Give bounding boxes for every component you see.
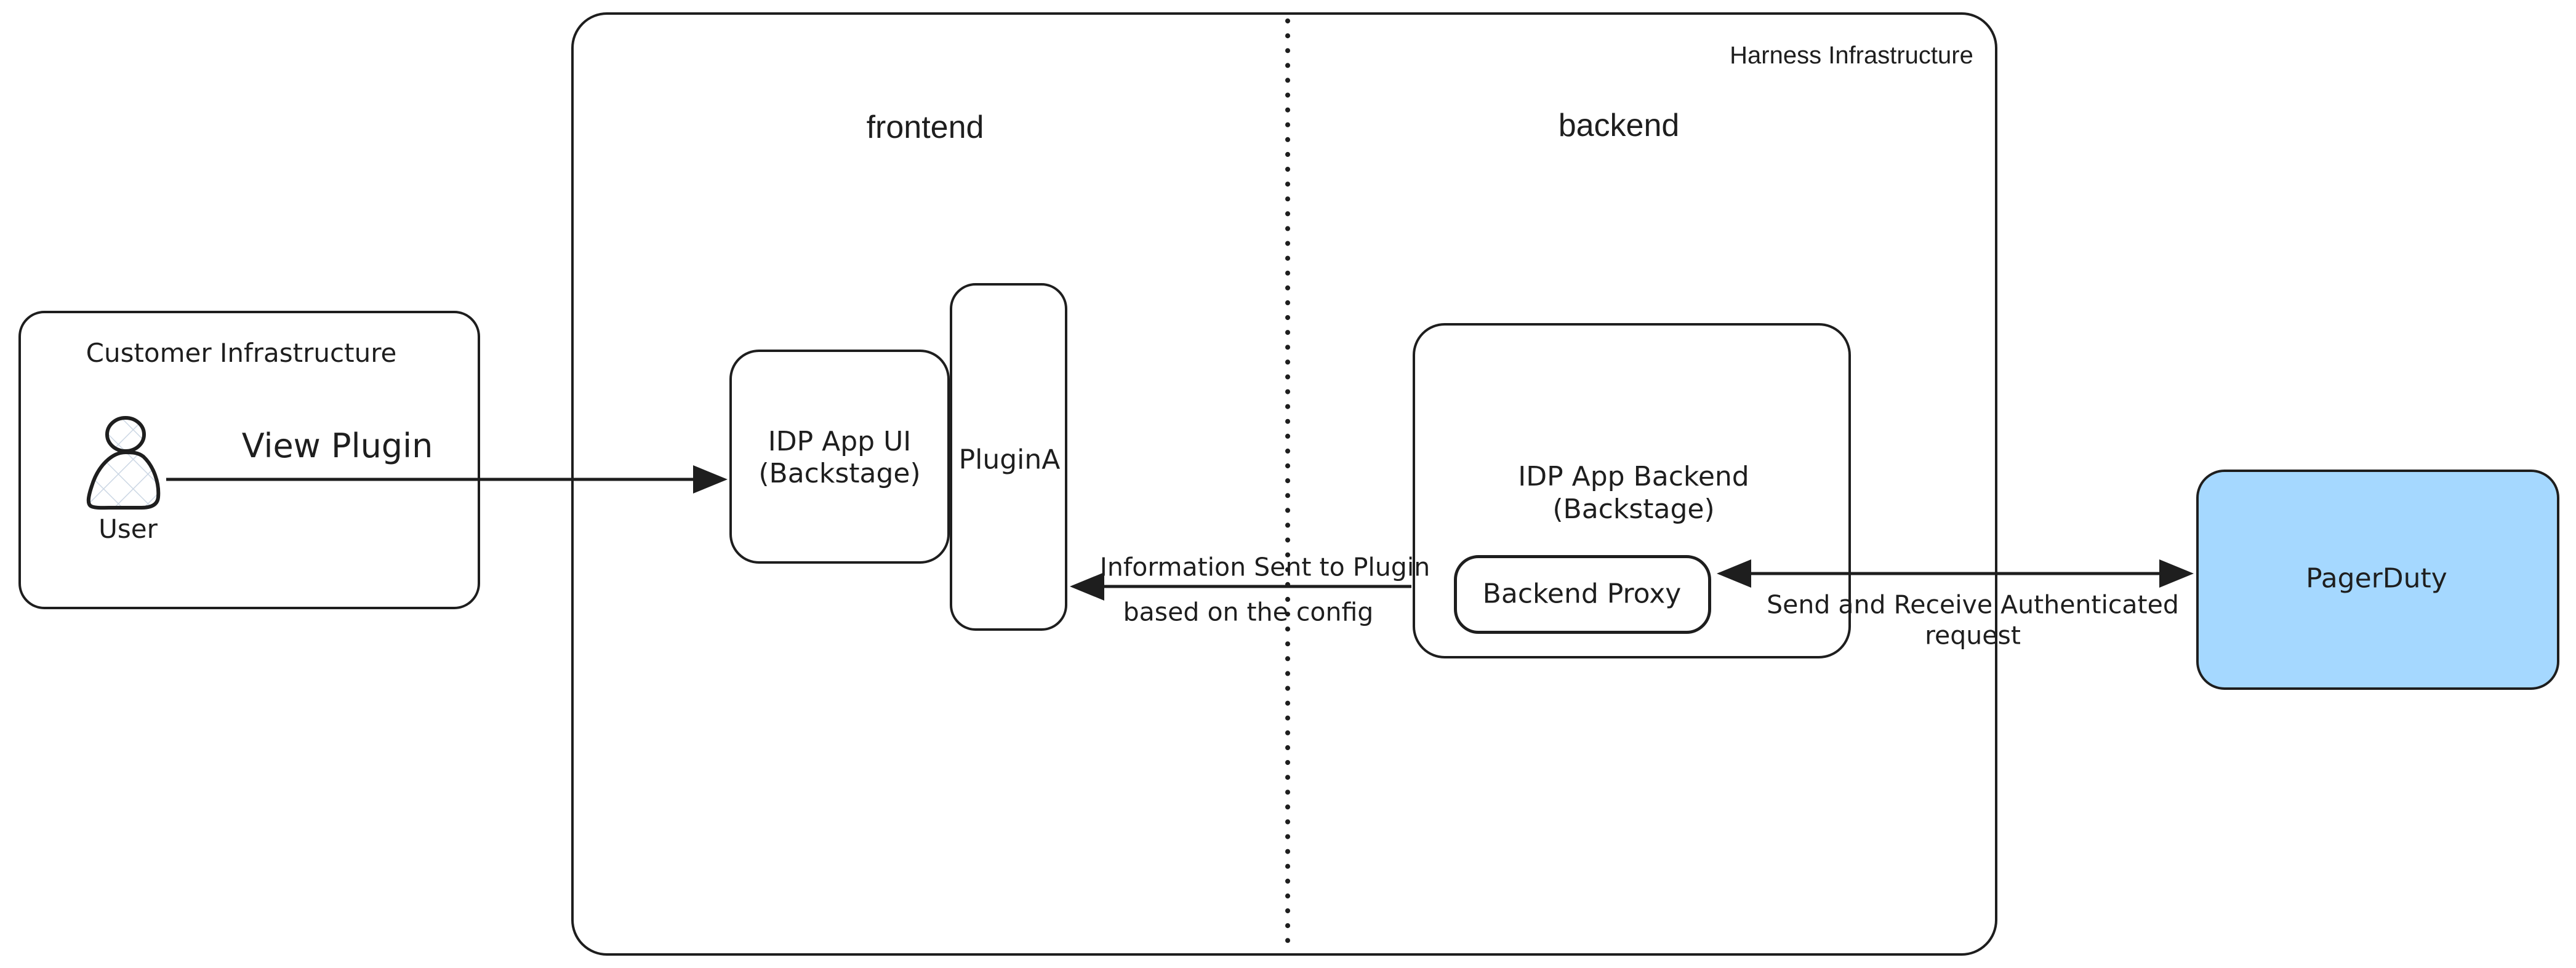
user-label: User <box>98 513 158 544</box>
customer-infrastructure-title: Customer Infrastructure <box>86 337 397 368</box>
plugin-a-label: PluginA <box>958 444 1061 476</box>
backend-section-label: backend <box>1558 108 1680 144</box>
idp-app-ui-node <box>729 350 950 564</box>
backend-proxy-node <box>1454 555 1711 634</box>
info-sent-arrow-label-line2: based on the config <box>1123 597 1374 627</box>
pagerduty-label: PagerDuty <box>2306 562 2447 594</box>
plugin-a-node <box>950 283 1067 631</box>
view-plugin-arrow-label: View Plugin <box>241 426 433 465</box>
idp-app-backend-line2: (Backstage) <box>1552 494 1715 525</box>
send-receive-arrow-label-line1: Send and Receive Authenticated <box>1767 590 2179 620</box>
send-receive-arrow-label-line2: request <box>1925 620 2021 650</box>
backend-proxy-label: Backend Proxy <box>1482 578 1682 610</box>
idp-app-ui-line1: IDP App UI <box>768 426 912 457</box>
idp-app-backend-label: IDP App Backend (Backstage) <box>1518 460 1749 526</box>
idp-app-backend-line1: IDP App Backend <box>1518 461 1749 492</box>
idp-app-ui-label: IDP App UI (Backstage) <box>758 426 920 490</box>
info-sent-arrow-label-line1: Information Sent to Plugin <box>1099 552 1430 582</box>
idp-app-ui-line2: (Backstage) <box>758 458 921 489</box>
harness-infrastructure-title: Harness Infrastructure <box>1730 42 1973 69</box>
frontend-section-label: frontend <box>866 110 984 146</box>
pagerduty-node <box>2196 470 2559 690</box>
